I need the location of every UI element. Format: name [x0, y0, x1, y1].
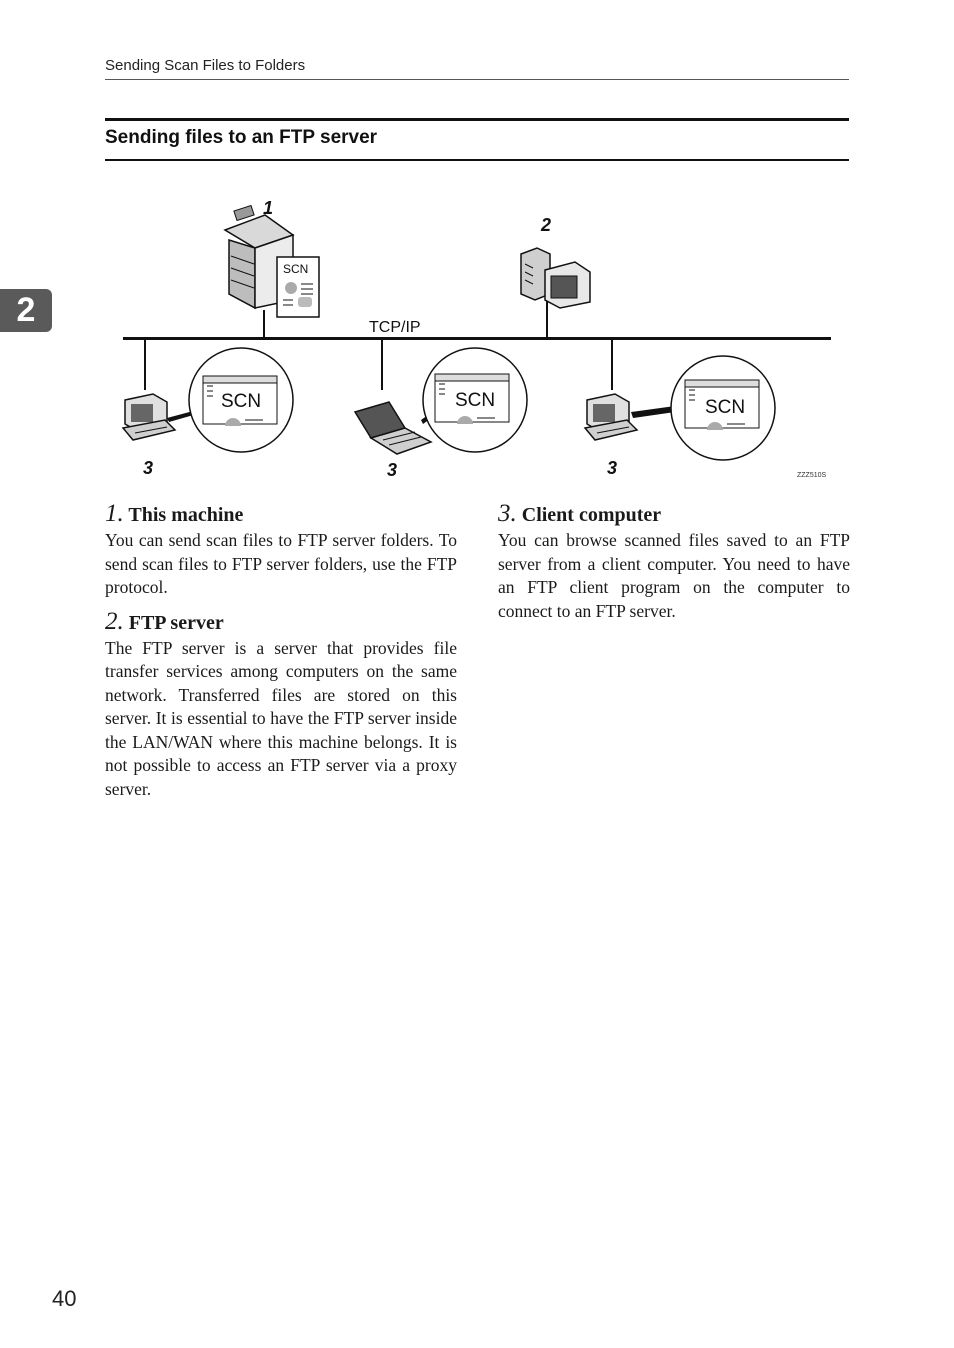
- item-3-title: Client computer: [521, 504, 662, 526]
- right-column: 3. Client computer You can browse scanne…: [498, 500, 850, 631]
- header-divider: [105, 79, 849, 80]
- client-desktop-icon-2: [583, 393, 639, 441]
- item-1-body: You can send scan files to FTP server fo…: [105, 530, 457, 597]
- zoom-window-1: SCN: [188, 347, 294, 453]
- doc-label: SCN: [455, 390, 495, 411]
- item-2-heading: 2. FTP server: [105, 608, 457, 637]
- zoom-window-3: SCN: [670, 355, 776, 461]
- network-bus-line: [123, 337, 831, 340]
- callout-3-left: 3: [143, 458, 153, 478]
- section-rule-top: [105, 118, 849, 121]
- doc-label: SCN: [705, 397, 745, 418]
- item-3-body: You can browse scanned files saved to an…: [498, 530, 850, 621]
- item-2-number: 2.: [105, 607, 124, 635]
- page-number: 40: [52, 1286, 77, 1311]
- item-1-heading: 1. This machine: [105, 500, 457, 529]
- left-column: 1. This machine You can send scan files …: [105, 500, 457, 809]
- zoom-window-2: SCN: [422, 347, 528, 453]
- item-3-heading: 3. Client computer: [498, 500, 850, 529]
- item-2-body: The FTP server is a server that provides…: [105, 637, 457, 799]
- chapter-tab: 2: [0, 289, 52, 332]
- scan-document-icon: SCN: [276, 256, 320, 318]
- callout-3-middle: 3: [387, 460, 397, 480]
- section-rule-bottom: [105, 159, 849, 161]
- client-laptop-icon: [353, 401, 433, 455]
- doc-label: SCN: [221, 391, 261, 412]
- item-2-title: FTP server: [128, 611, 224, 634]
- callout-2: 2: [540, 215, 551, 235]
- section-title: Sending files to an FTP server: [105, 127, 378, 148]
- doc-label: SCN: [283, 262, 308, 276]
- ftp-server-icon: [520, 247, 591, 309]
- ftp-network-diagram: TCP/IP SCN 1 2: [121, 198, 831, 480]
- item-1-title: This machine: [128, 504, 244, 526]
- item-1-number: 1.: [105, 500, 124, 527]
- item-3-number: 3.: [498, 500, 517, 527]
- callout-3-right: 3: [607, 458, 617, 478]
- running-header: Sending Scan Files to Folders: [105, 57, 306, 74]
- client-desktop-icon-1: [121, 393, 177, 441]
- callout-1: 1: [263, 198, 273, 218]
- figure-code: ZZZ510S: [797, 472, 827, 479]
- network-label: TCP/IP: [369, 319, 421, 336]
